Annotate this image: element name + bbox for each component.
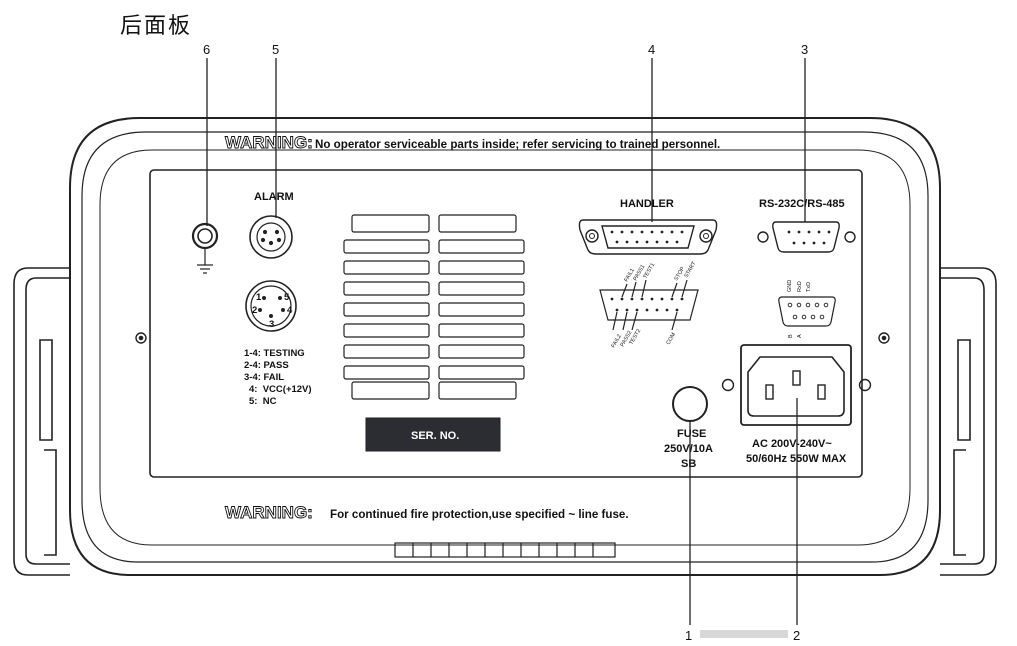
page-title: 后面板 [120, 14, 193, 39]
handler-pin-test1: TEST1 [643, 262, 657, 280]
alarm-connector [249, 215, 293, 259]
alarm-pin-2: 2 [252, 305, 257, 316]
ground-terminal [191, 222, 219, 274]
fuse-label: FUSE [677, 428, 706, 440]
callout-1: 1 [685, 628, 692, 643]
ac-power-inlet [721, 344, 872, 426]
fuse-type: SB [681, 458, 696, 470]
alarm-pin-4: 4 [287, 305, 293, 316]
alarm-legend-line-1: 1-4: TESTING [244, 348, 305, 359]
serial-number-plate [365, 417, 501, 452]
alarm-legend-line-5: 5: NC [249, 396, 277, 407]
callout-6: 6 [203, 42, 210, 57]
alarm-pin-1: 1 [256, 292, 262, 303]
warning-bottom-text: For continued fire protection,use specif… [330, 508, 629, 521]
callout-4: 4 [648, 42, 655, 57]
alarm-pin-5: 5 [284, 292, 290, 303]
rs-pin-a: A [797, 334, 803, 338]
rs-pin-txd: TxD [806, 282, 812, 292]
warning-bottom-prefix: WARNING: [225, 503, 313, 522]
rs-pin-gnd: GND [787, 280, 793, 292]
fuse-holder [672, 386, 708, 422]
fuse-rating: 250V/10A [664, 443, 713, 455]
callout-lines [206, 58, 806, 625]
alarm-legend-line-4: 4: VCC(+12V) [249, 384, 312, 395]
warning-top-prefix: WARNING: [225, 133, 313, 152]
handler-connector [578, 219, 718, 255]
handler-pin-com: COM [666, 332, 678, 346]
scan-artifact [700, 630, 788, 638]
callout-2: 2 [793, 628, 800, 643]
alarm-legend-line-2: 2-4: PASS [244, 360, 289, 371]
chassis-outline [69, 117, 941, 576]
rs-port-connector [757, 221, 856, 253]
rs-pin-b: B [788, 334, 794, 338]
serial-number-label: SER. NO. [411, 430, 459, 442]
right-handle [940, 267, 997, 576]
alarm-label: ALARM [254, 191, 294, 203]
handler-pinout-diagram [599, 279, 699, 331]
alarm-pinout-diagram: 1 5 2 4 3 [245, 280, 297, 332]
callout-3: 3 [801, 42, 808, 57]
alarm-legend-line-3: 3-4: FAIL [244, 372, 284, 383]
bottom-vent-strip [394, 542, 616, 558]
panel-screws [135, 332, 890, 344]
left-handle [13, 267, 70, 576]
warning-top-text: No operator serviceable parts inside; re… [315, 138, 720, 151]
rs-pinout-diagram [778, 296, 836, 327]
callout-5: 5 [272, 42, 279, 57]
ac-rating-line-1: AC 200V-240V~ [752, 438, 832, 450]
handler-label: HANDLER [620, 198, 674, 210]
vent-slots [343, 214, 525, 400]
rs-port-label: RS-232C/RS-485 [759, 198, 845, 210]
inner-panel [149, 169, 863, 478]
rs-pin-rxd: RxD [797, 281, 803, 292]
alarm-pin-3: 3 [269, 319, 274, 330]
